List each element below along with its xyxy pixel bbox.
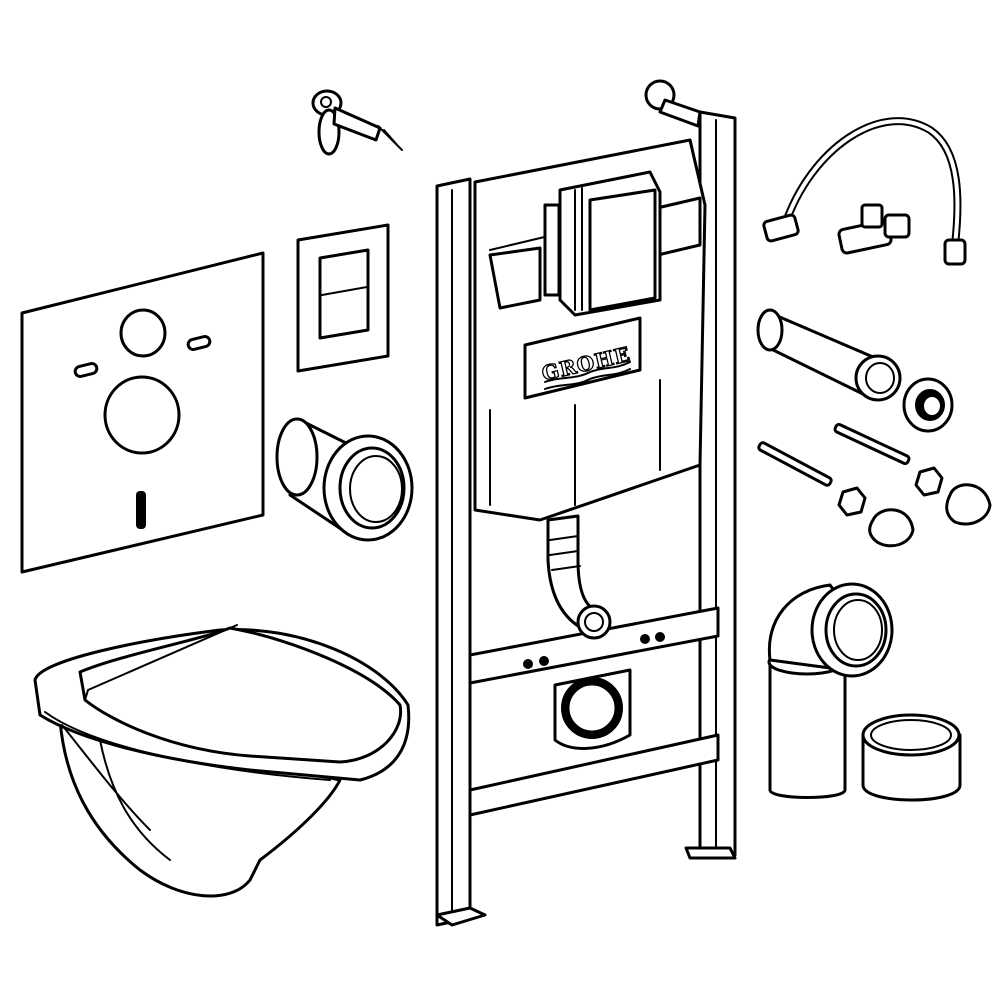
supply-hose <box>762 117 967 266</box>
wall-hung-toilet <box>33 624 411 898</box>
installation-frame <box>435 79 737 927</box>
flush-pipe <box>756 308 902 402</box>
sealing-ring <box>902 377 954 433</box>
cap-covers <box>868 483 992 548</box>
drain-elbow <box>767 582 894 799</box>
angle-valve <box>837 203 911 255</box>
wall-bracket-anchor <box>311 89 403 156</box>
connection-sleeve <box>275 417 414 542</box>
sound-insulation-mat <box>20 251 265 574</box>
flush-plate <box>296 223 390 373</box>
nuts <box>837 466 944 517</box>
fixing-bolts <box>757 422 911 487</box>
drain-cap <box>861 713 962 802</box>
cistern: GROHE <box>473 138 707 750</box>
